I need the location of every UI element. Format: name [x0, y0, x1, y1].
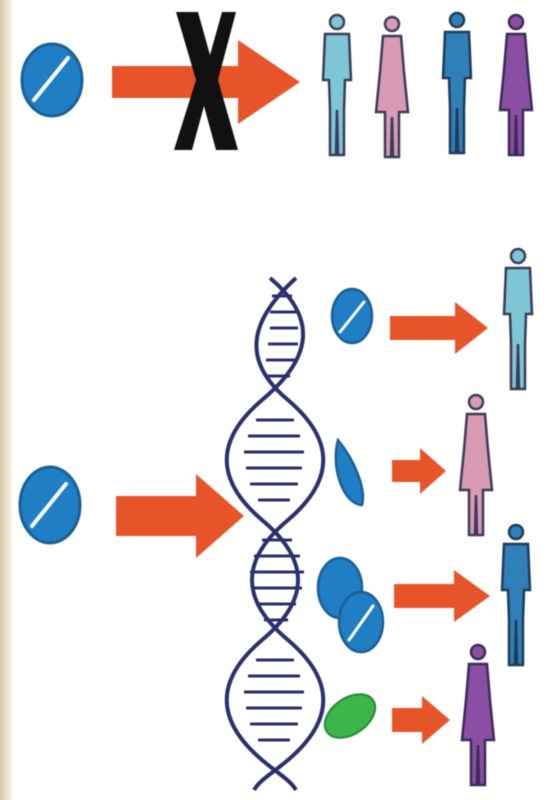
man-icon [443, 13, 471, 153]
dna-helix-icon [227, 278, 324, 790]
arrow-icon [392, 696, 450, 744]
round-pill-icon [332, 289, 372, 343]
woman-icon [462, 645, 494, 785]
half-pill-icon [336, 440, 363, 505]
man-icon [323, 15, 351, 155]
man-icon [502, 525, 530, 665]
bottom-row [20, 249, 532, 790]
woman-icon [460, 395, 492, 535]
woman-icon [500, 15, 532, 155]
pill-icon [22, 44, 82, 116]
top-row [22, 12, 532, 157]
man-icon [504, 249, 532, 389]
arrow-icon [116, 474, 244, 558]
arrow-icon [390, 302, 488, 354]
arrow-icon [394, 570, 490, 622]
double-pill-icon [318, 558, 383, 652]
woman-icon [376, 17, 408, 157]
arrow-icon [392, 448, 446, 494]
pill-icon [20, 467, 80, 543]
oval-pill-icon [317, 685, 384, 747]
